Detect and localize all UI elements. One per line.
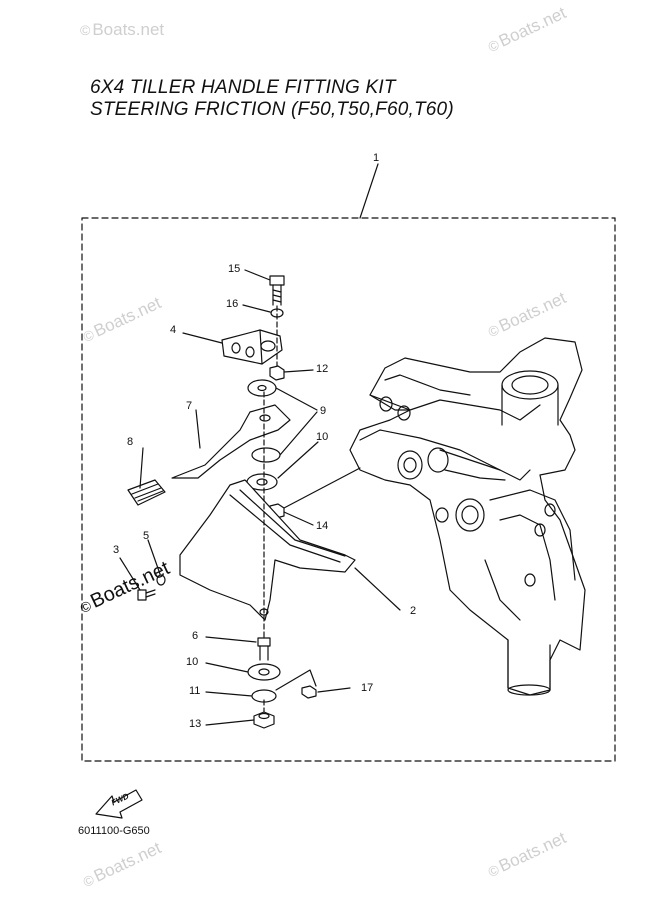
part-10-washer-bottom <box>247 663 281 681</box>
callout-10-upper: 10 <box>316 431 329 443</box>
callout-15: 15 <box>228 263 241 275</box>
part-10-washer <box>251 447 281 463</box>
callout-9: 9 <box>320 405 327 417</box>
part-8-pad <box>127 479 166 506</box>
part-17-nut <box>301 685 317 699</box>
callout-6: 6 <box>192 630 199 642</box>
part-13-nut <box>253 711 275 729</box>
callout-1: 1 <box>373 152 380 164</box>
fwd-arrow-icon <box>95 789 143 819</box>
callout-10-lower: 10 <box>186 656 199 668</box>
part-6-bolt <box>257 637 271 661</box>
part-9-washer <box>247 379 277 397</box>
callout-2: 2 <box>410 605 417 617</box>
part-5-washer <box>156 574 166 586</box>
swivel-bracket-drawing <box>349 337 586 696</box>
callout-16: 16 <box>226 298 239 310</box>
callout-5: 5 <box>143 530 150 542</box>
callout-17: 17 <box>361 682 374 694</box>
callout-12: 12 <box>316 363 329 375</box>
callout-8: 8 <box>127 436 134 448</box>
leader-line-1 <box>359 163 379 219</box>
diagram-title: 6X4 TILLER HANDLE FITTING KIT <box>90 77 396 98</box>
callout-7: 7 <box>186 400 193 412</box>
diagram-code: 6011100-G650 <box>78 825 150 837</box>
diagram-subtitle: STEERING FRICTION (F50,T50,F60,T60) <box>90 99 454 120</box>
part-15-bolt <box>269 275 285 306</box>
part-12-nut <box>269 365 285 381</box>
kit-boundary <box>81 217 616 762</box>
part-4-bracket <box>221 329 283 365</box>
callout-3: 3 <box>113 544 120 556</box>
callout-13: 13 <box>189 718 202 730</box>
callout-14: 14 <box>316 520 329 532</box>
callout-11: 11 <box>189 685 201 697</box>
leader-lines <box>119 269 401 726</box>
part-7-plate <box>171 404 291 479</box>
part-2-plate <box>179 479 356 621</box>
callout-4: 4 <box>170 324 177 336</box>
watermark: ©Boats.net <box>80 20 165 39</box>
part-3-screw <box>137 589 156 601</box>
